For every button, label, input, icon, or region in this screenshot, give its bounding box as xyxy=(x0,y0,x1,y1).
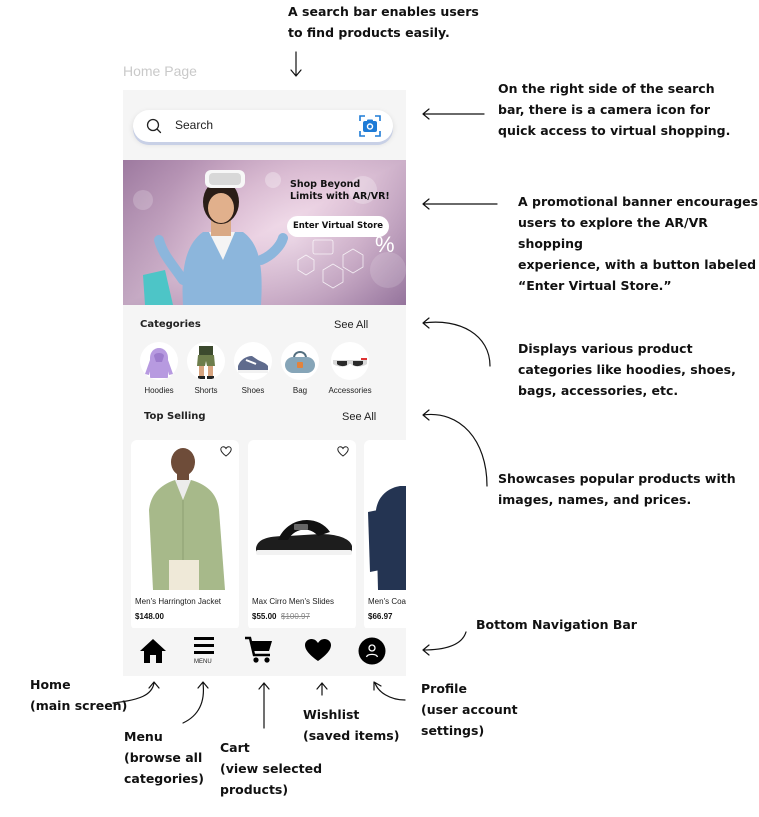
annotation-banner: A promotional banner encourages users to… xyxy=(518,194,759,293)
annotation-profile: Profile (user account settings) xyxy=(421,681,518,738)
menu-icon[interactable] xyxy=(194,637,214,655)
percent-badge: % xyxy=(375,232,395,257)
annotation-categories: Displays various product categories like… xyxy=(518,341,736,398)
annotation-cart: Cart (view selected products) xyxy=(220,740,323,797)
banner-illustration xyxy=(123,160,406,305)
page-label: Home Page xyxy=(123,63,197,79)
product-card-cirro-slides[interactable]: Max Cirro Men's Slides $55.00 $100.97 xyxy=(248,440,356,630)
annotation-wishlist: Wishlist (saved items) xyxy=(303,707,400,743)
bottom-navigation-bar: MENU xyxy=(123,628,406,676)
jacket-image xyxy=(149,448,225,590)
shoes-image xyxy=(234,342,272,380)
product-name: Men's Harrington Jacket xyxy=(135,597,222,606)
category-hoodies[interactable]: Hoodies xyxy=(134,342,184,395)
product-price: $66.97 xyxy=(368,612,393,621)
annotation-home: Home (main screen) xyxy=(30,677,128,713)
category-shorts[interactable]: Shorts xyxy=(181,342,231,395)
product-name: Max Cirro Men's Slides xyxy=(252,597,334,606)
camera-icon[interactable] xyxy=(359,115,381,137)
annotation-bottom-nav: Bottom Navigation Bar xyxy=(476,617,637,632)
slides-image xyxy=(256,520,352,555)
shorts-image xyxy=(187,342,225,380)
search-input[interactable]: Search xyxy=(175,118,214,132)
category-label: Accessories xyxy=(328,386,372,395)
category-label: Hoodies xyxy=(144,386,174,395)
search-icon xyxy=(146,118,162,134)
home-icon[interactable] xyxy=(139,638,167,664)
profile-icon[interactable] xyxy=(358,637,386,665)
phone-screen: Search xyxy=(123,90,406,676)
category-shoes[interactable]: Shoes xyxy=(228,342,278,395)
annotation-menu: Menu (browse all categories) xyxy=(124,729,204,786)
search-bar[interactable]: Search xyxy=(133,110,393,142)
product-name: Men's Coa xyxy=(368,597,406,606)
categories-see-all-link[interactable]: See All xyxy=(334,319,369,331)
favorite-heart-icon[interactable] xyxy=(220,446,232,457)
product-price: $148.00 xyxy=(135,612,164,621)
cart-icon[interactable] xyxy=(244,636,274,664)
product-card-mens-coat[interactable]: Men's Coa $66.97 xyxy=(364,440,406,630)
wishlist-heart-icon[interactable] xyxy=(304,638,332,662)
annotation-top-selling: Showcases popular products with images, … xyxy=(498,471,736,507)
category-accessories[interactable]: Accessories xyxy=(325,342,375,395)
coat-image xyxy=(368,486,406,590)
category-label: Bag xyxy=(292,386,308,395)
promo-banner: Shop Beyond Limits with AR/VR! Enter Vir… xyxy=(123,160,406,305)
product-old-price: $100.97 xyxy=(281,612,310,621)
annotation-camera: On the right side of the search bar, the… xyxy=(498,81,731,138)
accessories-image xyxy=(331,342,369,380)
bag-image xyxy=(281,342,319,380)
categories-title: Categories xyxy=(140,319,201,330)
top-selling-title: Top Selling xyxy=(144,411,206,422)
enter-virtual-store-button[interactable]: Enter Virtual Store xyxy=(287,216,389,237)
top-selling-see-all-link[interactable]: See All xyxy=(342,411,377,423)
annotation-search-bar: A search bar enables users to find produ… xyxy=(288,4,479,40)
category-label: Shorts xyxy=(194,386,218,395)
favorite-heart-icon[interactable] xyxy=(337,446,349,457)
category-bag[interactable]: Bag xyxy=(275,342,325,395)
category-label: Shoes xyxy=(241,386,265,395)
menu-label: MENU xyxy=(194,659,212,665)
banner-title: Shop Beyond Limits with AR/VR! xyxy=(290,179,390,202)
product-price: $55.00 xyxy=(252,612,277,621)
product-card-harrington-jacket[interactable]: Men's Harrington Jacket $148.00 xyxy=(131,440,239,630)
hoodie-image xyxy=(140,342,178,380)
